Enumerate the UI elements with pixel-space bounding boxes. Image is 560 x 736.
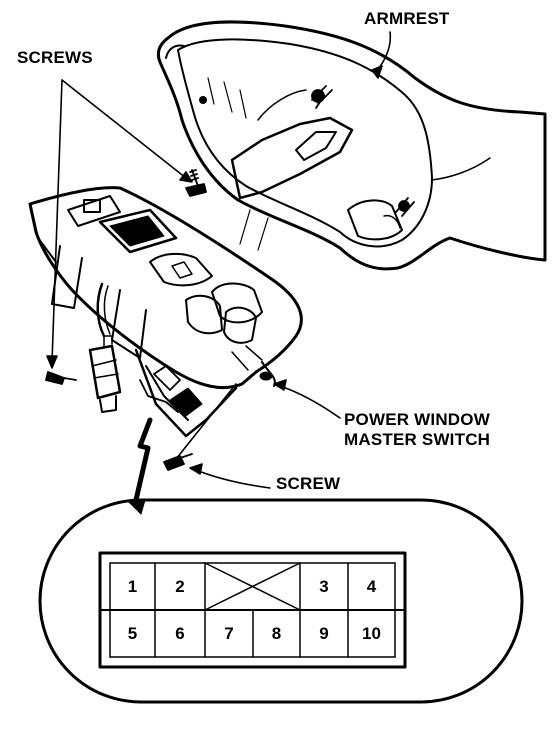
connector-pin-label: 4 [366,577,377,596]
connector-pin-label: 10 [362,624,381,643]
connector-pin-label: 7 [224,624,234,643]
screw-icon [185,169,207,197]
master-switch-drawing [28,186,303,390]
screw-label: SCREW [276,474,341,493]
screw-hole-icon [199,96,207,104]
clip-icon [311,85,333,109]
power-window-master-switch-label: POWER WINDOW MASTER SWITCH [344,410,490,450]
connector-pin-label: 6 [175,624,185,643]
screw-icon [45,371,77,385]
connector-pin-label: 5 [127,624,138,643]
clip-icon [395,197,415,217]
leader-lines [46,31,392,489]
armrest-label: ARMREST [364,9,450,28]
armrest-drawing [156,20,547,271]
connector-pin-label: 9 [319,624,329,643]
connector-pin-label: 8 [271,624,282,643]
screw-icon [163,453,193,471]
connector-callout [38,417,524,704]
screws-label: SCREWS [17,48,93,67]
label-line: POWER WINDOW [344,410,490,429]
switch-body-drawing [51,245,238,438]
connector-pin-label: 2 [175,577,185,596]
connector-pin-label: 3 [319,577,329,596]
connector-pin-label: 1 [127,577,138,596]
label-line: MASTER SWITCH [344,430,491,449]
